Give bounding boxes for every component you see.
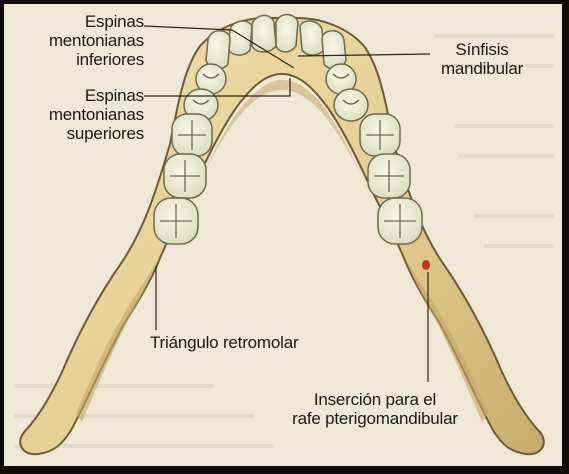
label-espinas-superiores-line2: mentonianas [40, 105, 144, 124]
label-espinas-superiores: Espinas mentonianas superiores [40, 86, 144, 143]
label-espinas-inferiores-line3: inferiores [48, 50, 144, 69]
label-espinas-inferiores-line2: mentonianas [48, 31, 144, 50]
label-espinas-inferiores: Espinas mentonianas inferiores [48, 12, 144, 69]
label-espinas-inferiores-line1: Espinas [48, 12, 144, 31]
label-espinas-superiores-line1: Espinas [40, 86, 144, 105]
label-sinfisis-line1: Sínfisis [428, 40, 536, 59]
label-insercion: Inserción para el rafe pterigomandibular [270, 390, 480, 428]
label-sinfisis: Sínfisis mandibular [428, 40, 536, 78]
label-insercion-line2: rafe pterigomandibular [270, 409, 480, 428]
label-sinfisis-line2: mandibular [428, 59, 536, 78]
label-triangulo-retromolar: Triángulo retromolar [150, 333, 360, 352]
mandible-figure: Espinas mentonianas inferiores Espinas m… [4, 4, 562, 466]
insertion-mark [422, 260, 430, 270]
label-espinas-superiores-line3: superiores [40, 124, 144, 143]
label-insercion-line1: Inserción para el [270, 390, 480, 409]
